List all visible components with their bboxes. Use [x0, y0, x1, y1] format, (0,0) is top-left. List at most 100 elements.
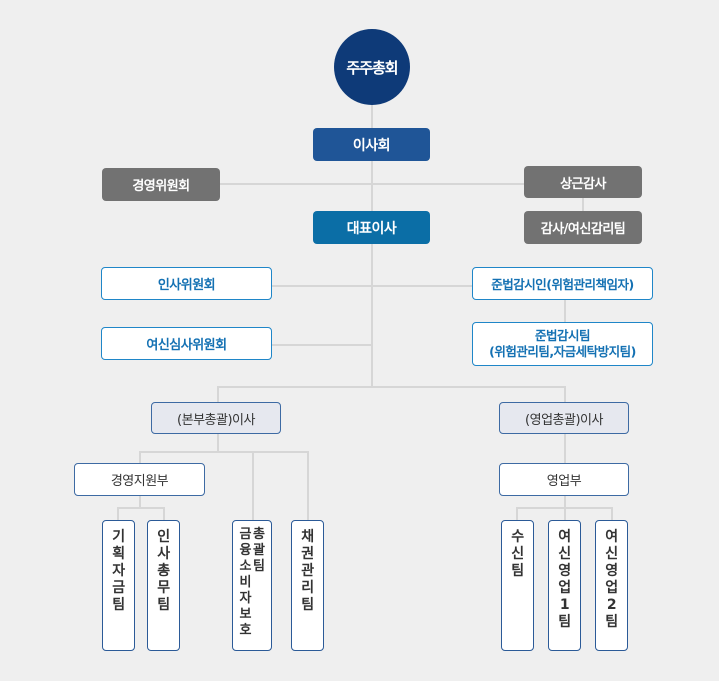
vertical-char: 팀	[112, 597, 125, 613]
vertical-char: 팀	[253, 559, 265, 574]
vertical-char: 수	[511, 529, 524, 545]
bond-team-drop	[307, 451, 309, 520]
vertical-char: 호	[239, 623, 252, 638]
vertical-char: 영	[605, 563, 618, 579]
vertical-char: 1	[559, 597, 570, 613]
vertical-char: 여	[605, 529, 618, 545]
sales-dept-down	[564, 495, 566, 507]
vertical-char: 업	[558, 580, 571, 596]
management-support-dept-node: 경영지원부	[74, 463, 205, 496]
vertical-char: 보	[239, 607, 252, 622]
main-vertical-connector	[371, 105, 373, 387]
vertical-char: 괄	[253, 543, 265, 558]
sales-dept-node: 영업부	[499, 463, 629, 496]
sales-executive-node: (영업총괄)이사	[499, 402, 629, 434]
vertical-char: 총	[253, 527, 265, 542]
vertical-char: 여	[558, 529, 571, 545]
vertical-char: 팀	[511, 563, 524, 579]
vertical-char: 채	[301, 529, 314, 545]
audit-credit-review-team-node: 감사/여신감리팀	[524, 211, 642, 244]
ceo-label: 대표이사	[346, 220, 397, 237]
audit-credit-review-team-label: 감사/여신감리팀	[540, 222, 626, 237]
credit-committee-connector	[271, 344, 372, 346]
hr-team-drop	[163, 507, 165, 520]
vertical-char: 리	[301, 580, 314, 596]
vertical-char: 영	[558, 563, 571, 579]
sales-dept-label: 영업부	[546, 474, 582, 489]
vertical-char: 권	[301, 546, 314, 562]
loan2-team-drop	[611, 507, 613, 520]
hr-committee-label: 인사위원회	[157, 278, 216, 293]
vertical-char: 기	[112, 529, 125, 545]
vertical-char: 금	[239, 527, 252, 542]
hq-exec-drop	[217, 386, 219, 404]
vertical-char: 비	[239, 575, 252, 590]
management-committee-label: 경영위원회	[132, 179, 190, 194]
credit-review-committee-node: 여신심사위원회	[101, 327, 272, 360]
compliance-team-node: 준법감시팀 (위험관리팀,자금세탁방지팀)	[472, 322, 653, 366]
vertical-char: 총	[157, 563, 170, 579]
consumer-team-drop	[252, 451, 254, 520]
vertical-char: 신	[511, 546, 524, 562]
loan1-team-drop	[564, 507, 566, 520]
vertical-char: 신	[558, 546, 571, 562]
deposit-team-drop	[516, 507, 518, 520]
vertical-char: 팀	[157, 597, 170, 613]
vertical-char: 팀	[301, 597, 314, 613]
vertical-char: 융	[239, 543, 252, 558]
vertical-char: 사	[157, 546, 170, 562]
planning-team-drop	[117, 507, 119, 520]
vertical-char: 팀	[558, 614, 571, 630]
hr-committee-connector	[271, 285, 474, 287]
vertical-char: 무	[157, 580, 170, 596]
mgmt-support-drop	[139, 451, 141, 464]
compliance-officer-label: 준법감시인(위험관리책임자)	[491, 277, 634, 292]
shareholders-meeting-node: 주주총회	[334, 29, 410, 105]
vertical-char: 업	[605, 580, 618, 596]
audit-vertical-connector	[582, 197, 584, 212]
vertical-char: 관	[301, 563, 314, 579]
ceo-node: 대표이사	[313, 211, 430, 244]
vertical-char: 자	[112, 563, 125, 579]
hq-branch-horizontal	[139, 451, 309, 453]
standing-auditor-label: 상근감사	[560, 176, 606, 192]
vertical-char: 2	[606, 597, 617, 613]
hq-executive-node: (본부총괄)이사	[151, 402, 281, 434]
mgmt-teams-horizontal	[117, 507, 164, 509]
credit-review-committee-label: 여신심사위원회	[146, 338, 227, 353]
hq-exec-down-connector	[217, 434, 219, 452]
management-committee-node: 경영위원회	[102, 168, 220, 201]
sales-exec-down-connector	[564, 434, 566, 464]
vertical-char: 인	[157, 529, 170, 545]
board-label: 이사회	[352, 137, 391, 154]
compliance-team-sublabel: (위험관리팀,자금세탁방지팀)	[489, 344, 636, 359]
mgmt-support-down	[139, 495, 141, 507]
vertical-char: 금	[112, 580, 125, 596]
vertical-char: 자	[239, 591, 252, 606]
management-support-dept-label: 경영지원부	[110, 474, 169, 489]
vertical-char: 팀	[605, 614, 618, 630]
hr-committee-node: 인사위원회	[101, 267, 272, 300]
vertical-char: 신	[605, 546, 618, 562]
vertical-char: 소	[239, 559, 252, 574]
board-of-directors-node: 이사회	[313, 128, 430, 161]
shareholders-label: 주주총회	[346, 58, 398, 77]
vertical-char: 획	[112, 546, 125, 562]
hq-executive-label: (본부총괄)이사	[177, 412, 255, 428]
standing-auditor-node: 상근감사	[524, 166, 642, 198]
sales-executive-label: (영업총괄)이사	[525, 412, 603, 428]
compliance-vertical-connector	[564, 299, 566, 323]
